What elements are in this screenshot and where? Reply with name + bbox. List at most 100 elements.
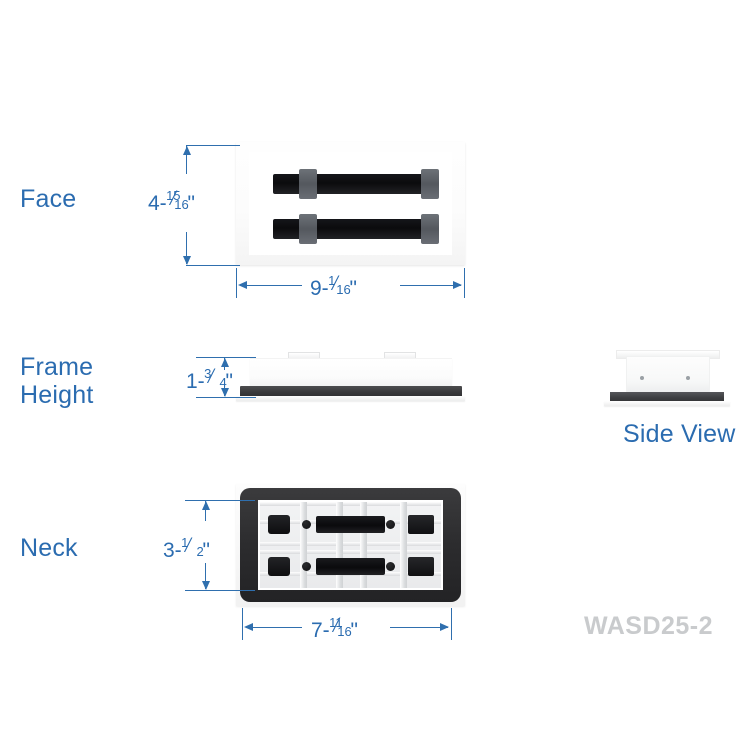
frame-height-fraction: 3⁄ 4 [204, 363, 227, 390]
face-height-ext-bottom [186, 265, 240, 266]
frame-height-unit: " [225, 369, 233, 393]
neck-width-arrow-right [440, 623, 449, 631]
face-plate-inner [249, 152, 452, 255]
side-screw [640, 376, 644, 380]
face-width-dim-line-right [400, 285, 461, 286]
fraction-slash: ⁄ [334, 270, 338, 295]
frame-height-dimension-text: 1-3⁄ 4" [186, 363, 233, 393]
face-width-dim-line-left [240, 285, 302, 286]
fraction-slash: ⁄ [210, 363, 214, 388]
neck-pivot-pin [386, 520, 395, 529]
face-height-dim-line-lower [186, 232, 187, 264]
side-view-image [604, 344, 730, 406]
face-width-whole: 9- [310, 276, 329, 300]
neck-view-image [236, 484, 465, 606]
neck-louver-slot-2 [316, 558, 385, 575]
face-louver-slot-1 [273, 169, 439, 199]
face-louver-slot-2 [273, 214, 439, 244]
neck-width-denominator: 16 [337, 623, 352, 639]
fraction-slash: ⁄ [172, 185, 176, 210]
frame-mounting-tab [384, 352, 416, 361]
neck-row-label: Neck [20, 534, 78, 562]
neck-damper-knob [268, 515, 290, 534]
face-width-numerator: 1 [328, 273, 336, 289]
neck-opening [258, 500, 443, 590]
neck-height-dimension-text: 3-1⁄ 2" [163, 532, 210, 562]
neck-width-ext-left [242, 608, 243, 640]
neck-height-dim-line-upper [205, 501, 206, 521]
frame-profile-image [236, 350, 465, 402]
neck-damper-bracket [408, 515, 434, 534]
neck-vertical-rib [360, 502, 367, 588]
neck-height-fraction: 1⁄ 2 [181, 532, 204, 559]
frame-mounting-tab [288, 352, 320, 361]
face-height-numerator: 15 [166, 188, 181, 204]
neck-vertical-rib [400, 502, 407, 588]
neck-vertical-rib [300, 502, 307, 588]
neck-louver-slot-1 [316, 516, 385, 533]
neck-height-unit: " [202, 538, 210, 562]
face-louver-clip [299, 214, 317, 244]
neck-height-numerator: 1 [181, 535, 189, 551]
neck-damper-knob [268, 557, 290, 576]
neck-width-dim-line-right [390, 627, 448, 628]
face-louver-clip [421, 169, 439, 199]
face-width-ext-right [464, 268, 465, 298]
face-width-denominator: 16 [336, 281, 351, 297]
neck-rib [260, 542, 441, 546]
face-height-denominator: 16 [174, 196, 189, 212]
fraction-slash: ⁄ [335, 612, 339, 637]
face-louver-clip [299, 169, 317, 199]
face-height-fraction: 15⁄16 [166, 185, 189, 212]
neck-height-ext-bottom [185, 590, 255, 591]
side-gasket [610, 392, 724, 403]
neck-width-ext-right [451, 608, 452, 640]
neck-width-fraction: 11⁄16 [329, 612, 352, 639]
face-width-dimension-text: 9-1⁄16" [310, 270, 357, 300]
frame-height-denominator: 4 [219, 374, 227, 390]
face-louver-clip [421, 214, 439, 244]
side-view-label: Side View [623, 420, 736, 448]
side-flange [604, 401, 730, 406]
face-row-label: Face [20, 185, 77, 213]
neck-width-whole: 7- [311, 618, 330, 642]
frame-height-arrow-down [221, 388, 229, 397]
frame-gasket [240, 386, 462, 398]
neck-height-arrow-down [202, 581, 210, 590]
side-screw [686, 376, 690, 380]
neck-height-dim-line-lower [205, 563, 206, 589]
face-height-arrow-up [183, 146, 191, 155]
face-width-arrow-right [453, 281, 462, 289]
neck-rib [260, 550, 441, 554]
product-code: WASD25-2 [584, 612, 714, 640]
neck-height-whole: 3- [163, 538, 182, 562]
face-width-arrow-left [238, 281, 247, 289]
face-width-fraction: 1⁄16 [328, 270, 351, 297]
frame-height-whole: 1- [186, 369, 205, 393]
frame-height-numerator: 3 [204, 366, 212, 382]
face-width-unit: " [349, 276, 357, 300]
frame-row-label-line1: Frame [20, 353, 94, 381]
neck-pivot-pin [302, 562, 311, 571]
frame-body [250, 358, 452, 391]
neck-height-ext-top [185, 500, 255, 501]
neck-width-unit: " [350, 618, 358, 642]
fraction-slash: ⁄ [187, 532, 191, 557]
neck-width-dim-line-left [246, 627, 302, 628]
neck-rib [260, 502, 441, 506]
frame-row-label-line2: Height [20, 381, 94, 409]
neck-rib [260, 588, 441, 590]
face-width-ext-left [236, 268, 237, 298]
neck-height-denominator: 2 [196, 543, 204, 559]
neck-pivot-pin [302, 520, 311, 529]
neck-width-numerator: 11 [329, 615, 343, 631]
frame-height-arrow-up [221, 358, 229, 367]
neck-width-arrow-left [244, 623, 253, 631]
frame-height-ext-top [196, 357, 256, 358]
face-height-ext-top [186, 145, 240, 146]
neck-vertical-rib [336, 502, 343, 588]
face-height-dimension-text: 4-15⁄16" [148, 185, 195, 214]
face-view-image [236, 142, 465, 265]
neck-damper-bracket [408, 557, 434, 576]
